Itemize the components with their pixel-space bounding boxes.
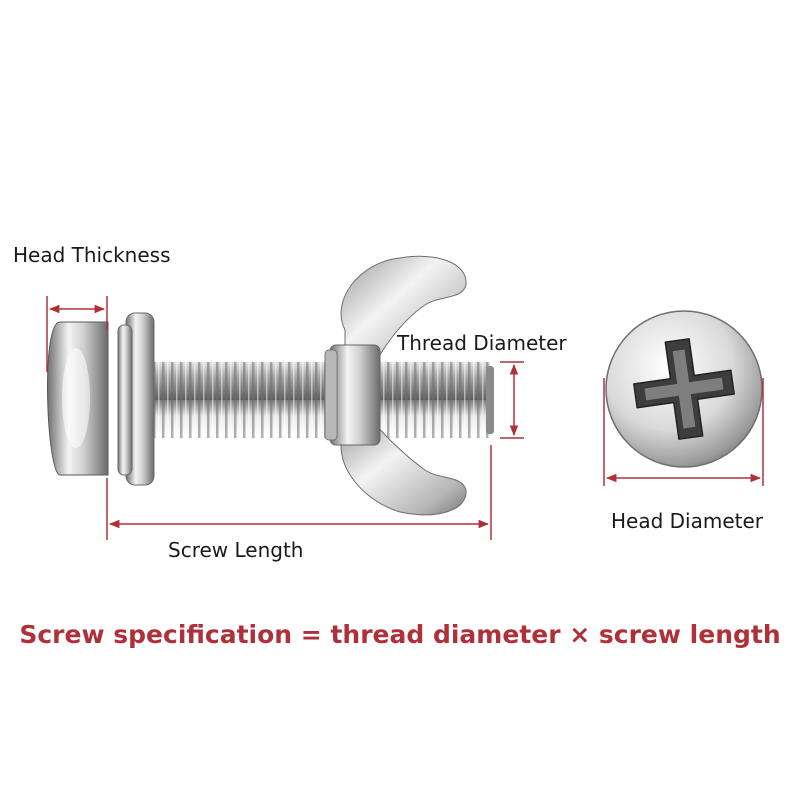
head-thickness-dimension xyxy=(46,296,108,372)
pan-head-screw-with-washer-icon xyxy=(47,312,494,486)
wing-nut-icon xyxy=(324,255,467,516)
head-diameter-label: Head Diameter xyxy=(611,509,764,533)
screw-specification-formula: Screw specification = thread diameter × … xyxy=(19,620,781,649)
screw-thread xyxy=(150,362,490,438)
head-diameter-dimension xyxy=(603,378,764,486)
head-thickness-label: Head Thickness xyxy=(13,243,171,267)
thread-diameter-label: Thread Diameter xyxy=(397,331,567,355)
screw-length-dimension xyxy=(106,445,492,540)
screw-length-label: Screw Length xyxy=(168,538,304,562)
phillips-head-icon xyxy=(605,310,763,468)
thread-diameter-dimension xyxy=(500,361,524,439)
